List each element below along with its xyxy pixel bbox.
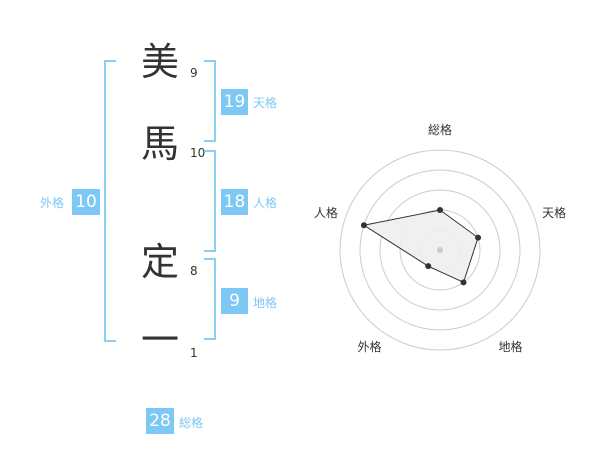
gaikaku-value: 10 — [72, 189, 100, 215]
radar-center-dot — [437, 247, 443, 253]
tenkaku-bracket — [204, 60, 216, 142]
stroke-count-2: 10 — [190, 146, 206, 160]
radar-data-polygon — [362, 209, 479, 284]
chikaku-value: 9 — [221, 288, 248, 314]
stroke-count-4: 1 — [190, 346, 198, 360]
soukaku-label: 総格 — [179, 416, 204, 430]
radar-axis-label: 総格 — [428, 122, 452, 137]
jinkaku-value: 18 — [221, 189, 248, 215]
radar-point — [460, 279, 467, 286]
radar-point — [425, 263, 432, 270]
radar-axis-label: 地格 — [499, 339, 523, 354]
soukaku-value: 28 — [146, 408, 174, 434]
radar-point — [437, 207, 443, 213]
jinkaku-bracket — [204, 150, 216, 252]
radar-axis-label: 天格 — [542, 205, 566, 220]
chikaku-bracket — [204, 258, 216, 340]
name-char-1: 美 — [140, 40, 179, 84]
radar-axis-label: 外格 — [357, 339, 381, 354]
name-char-3: 定 — [140, 240, 179, 284]
stroke-count-1: 9 — [190, 66, 198, 80]
name-char-2: 馬 — [140, 122, 179, 166]
chikaku-label: 地格 — [253, 296, 278, 310]
stroke-count-3: 8 — [190, 264, 198, 278]
radar-ring — [339, 149, 541, 351]
radar-ring — [379, 189, 501, 311]
name-char-4: 一 — [140, 318, 179, 362]
gaikaku-bracket — [104, 60, 116, 342]
jinkaku-label: 人格 — [253, 196, 278, 210]
radar-point — [475, 234, 482, 241]
radar-point — [360, 222, 367, 229]
radar-ring — [359, 169, 521, 331]
tenkaku-label: 天格 — [253, 96, 278, 110]
tenkaku-value: 19 — [221, 89, 248, 115]
radar-axis-label: 人格 — [314, 205, 338, 220]
gaikaku-label: 外格 — [40, 196, 65, 210]
